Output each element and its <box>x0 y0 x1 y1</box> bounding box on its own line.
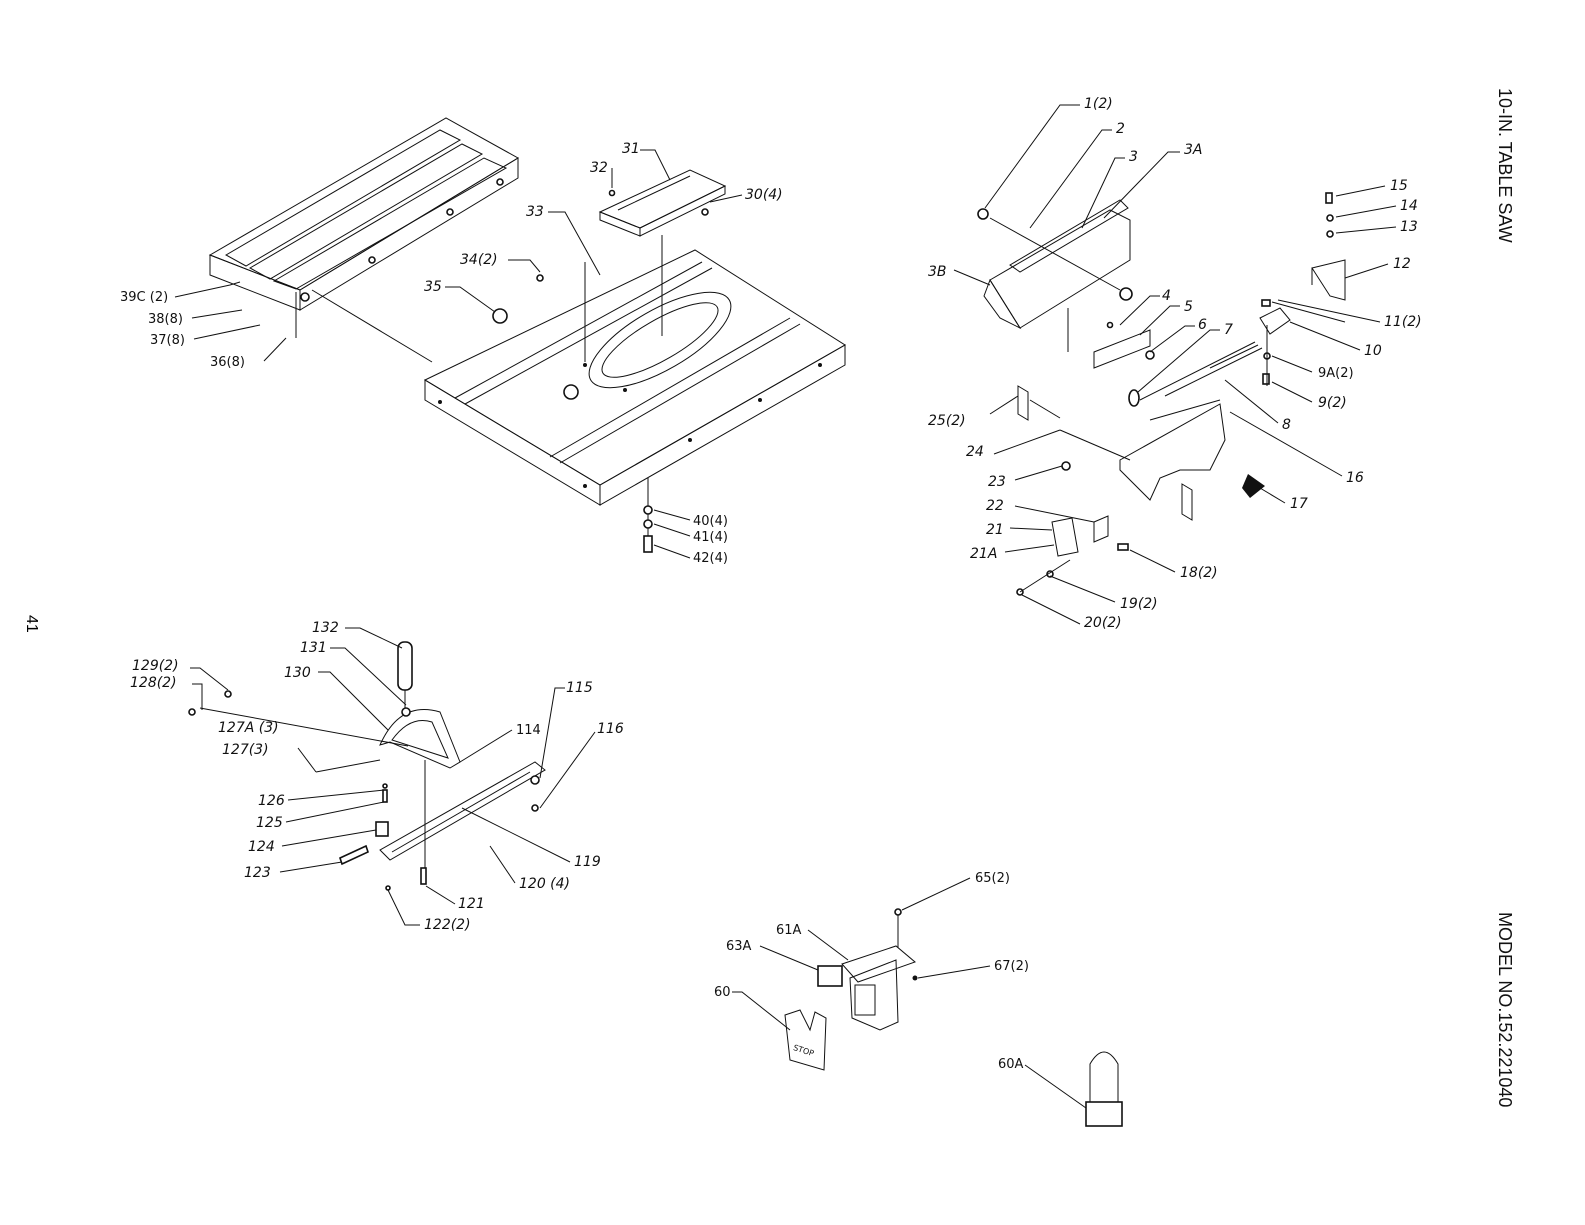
label-114: 114 <box>516 723 541 738</box>
label-126: 126 <box>258 793 285 809</box>
main-table <box>423 249 846 506</box>
miter-gauge <box>188 641 546 891</box>
label-2: 2 <box>1116 121 1125 137</box>
label-127: 127(3) <box>222 742 269 758</box>
label-122: 122(2) <box>424 917 471 933</box>
label-18: 18(2) <box>1180 565 1218 581</box>
label-31: 31 <box>622 141 640 157</box>
label-131: 131 <box>300 640 327 656</box>
label-115: 115 <box>566 680 593 696</box>
table-insert <box>492 169 727 362</box>
blade-guard <box>977 199 1259 407</box>
label-127a: 127A (3) <box>218 720 279 736</box>
label-5: 5 <box>1184 299 1193 315</box>
rear-bracket <box>1016 515 1129 596</box>
label-124: 124 <box>248 839 275 855</box>
label-6: 6 <box>1198 317 1207 333</box>
label-16: 16 <box>1346 470 1364 486</box>
label-41: 41(4) <box>693 530 728 545</box>
label-33: 33 <box>526 204 544 220</box>
label-116: 116 <box>597 721 624 737</box>
label-38: 38(8) <box>148 312 183 327</box>
page-title: 10-IN. TABLE SAW <box>1495 88 1515 243</box>
table-extension <box>208 117 519 363</box>
pawl-bracket <box>1164 192 1346 397</box>
label-130: 130 <box>284 665 311 681</box>
label-3b: 3B <box>928 264 947 280</box>
label-23: 23 <box>988 474 1006 490</box>
label-21: 21 <box>986 522 1004 538</box>
label-123: 123 <box>244 865 271 881</box>
spreader <box>1017 385 1265 521</box>
label-11: 11(2) <box>1384 314 1422 330</box>
label-37: 37(8) <box>150 333 185 348</box>
table-fasteners <box>643 478 653 553</box>
label-32: 32 <box>590 160 608 176</box>
label-120: 120 (4) <box>519 876 570 892</box>
label-3: 3 <box>1129 149 1138 165</box>
label-14: 14 <box>1400 198 1418 214</box>
label-13: 13 <box>1400 219 1418 235</box>
model-number: MODEL NO.152.221040 <box>1495 912 1515 1108</box>
label-119: 119 <box>574 854 601 870</box>
label-20: 20(2) <box>1084 615 1122 631</box>
label-3a: 3A <box>1184 142 1202 158</box>
label-9a: 9A(2) <box>1318 366 1354 381</box>
label-15: 15 <box>1390 178 1408 194</box>
label-24: 24 <box>966 444 984 460</box>
label-40: 40(4) <box>693 514 728 529</box>
label-36: 36(8) <box>210 355 245 370</box>
label-42: 42(4) <box>693 551 728 566</box>
label-12: 12 <box>1393 256 1411 272</box>
label-125: 125 <box>256 815 283 831</box>
label-4: 4 <box>1162 288 1171 304</box>
label-21a: 21A <box>970 546 997 562</box>
leader-lines <box>174 104 1397 1109</box>
label-9: 9(2) <box>1318 395 1347 411</box>
label-60: 60 <box>714 985 731 1000</box>
label-22: 22 <box>986 498 1004 514</box>
label-67: 67(2) <box>994 959 1029 974</box>
label-10: 10 <box>1364 343 1382 359</box>
switch-assembly <box>784 908 1123 1127</box>
stop-key-label: STOP <box>792 1043 815 1058</box>
label-17: 17 <box>1290 496 1308 512</box>
label-35: 35 <box>424 279 442 295</box>
label-129: 129(2) <box>132 658 179 674</box>
label-34: 34(2) <box>460 252 498 268</box>
label-61a: 61A <box>776 923 802 938</box>
label-1: 1(2) <box>1084 96 1113 112</box>
label-121: 121 <box>458 896 485 912</box>
label-19: 19(2) <box>1120 596 1158 612</box>
label-25: 25(2) <box>928 413 966 429</box>
label-39c: 39C (2) <box>120 290 168 305</box>
label-65: 65(2) <box>975 871 1010 886</box>
label-132: 132 <box>312 620 339 636</box>
label-60a: 60A <box>998 1057 1024 1072</box>
page-number: 41 <box>23 615 40 633</box>
label-8: 8 <box>1282 417 1291 433</box>
label-63a: 63A <box>726 939 752 954</box>
part-labels: 39C (2) 38(8) 37(8) 36(8) 31 32 30(4) 33… <box>120 96 1422 1072</box>
label-7: 7 <box>1224 322 1233 338</box>
label-128: 128(2) <box>130 675 177 691</box>
label-30: 30(4) <box>745 187 783 203</box>
